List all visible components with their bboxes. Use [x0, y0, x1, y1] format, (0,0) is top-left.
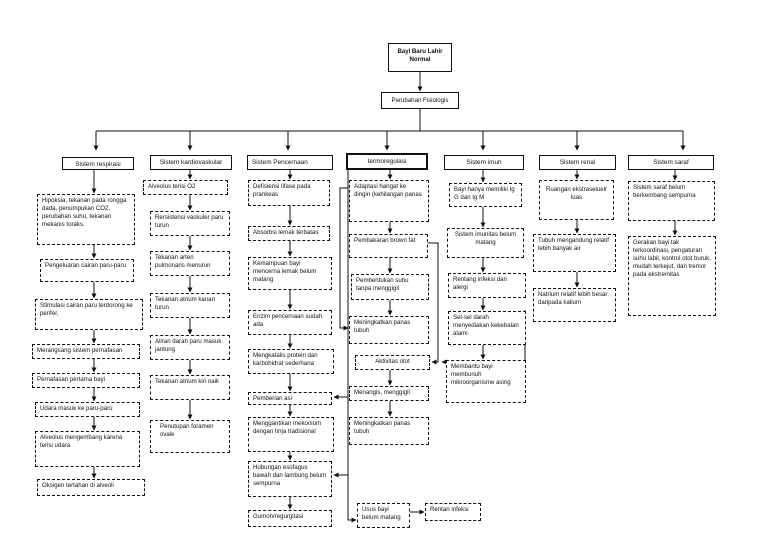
renal-item-1: Ruangan ekstraseluelr luas	[539, 180, 614, 220]
termo-item-3: Pembentukan suhu tanpa menggigil	[351, 274, 429, 300]
respirasi-item-3: Stimulasi cairan paru terdorong ke perif…	[35, 299, 143, 330]
respirasi-item-8: Oksigen tertahan di alveoli	[37, 479, 145, 496]
header-sistem-pencernaan: Sistem Pencernaan	[247, 155, 333, 170]
edge-termo-trunk	[347, 170, 357, 523]
edge-brownfat-aktivitas	[428, 242, 439, 365]
imun-item-4: Sel-sel darah menyediakan kekebalan alam…	[448, 311, 526, 345]
header-sistem-kardiovaskular: Sistem kardiovaskular	[150, 155, 232, 170]
pencernaan-item-1: Defisiensi lifase pada prankeas	[248, 180, 330, 206]
respirasi-item-4: Merangsang sistem pernafasan	[32, 344, 140, 359]
imun-item-2: Sistem imunitas belum matang	[447, 228, 524, 258]
header-sistem-imun: Sistem imun	[444, 155, 524, 170]
header-sistem-renal: Sistem renal	[539, 155, 616, 170]
pencernaan-item-3: Kemampuan bayi mencerna lemak belum mata…	[248, 257, 332, 290]
pencernaan-item-2: Absorbsi lemak terbatas	[248, 226, 330, 241]
kardio-item-2: Rersistensi vaskuler paru turun	[150, 211, 230, 236]
termo-item-4: Meningkatkan panas tubuh	[349, 316, 429, 344]
respirasi-item-5: Pernafasan pertama bayi	[32, 373, 140, 388]
termo-item-1: Adaptasi hangat ke dingin (kehilangan pa…	[349, 180, 429, 222]
pencernaan-item-4: Enzim pencernaan sudah ada	[248, 310, 332, 335]
respirasi-item-6: Udara masuk ke paru-paru	[35, 402, 140, 417]
kardio-item-6: Tekanan atrium kiri naik	[150, 375, 230, 400]
edge-trunk-left	[339, 187, 349, 331]
header-termoregulasi: termoregulasi	[346, 153, 428, 170]
imun-item-1: Bayi hanya memiliki Ig G dan Ig M	[449, 183, 522, 207]
kardio-item-1: Alveolus terisi O2	[143, 180, 228, 195]
root-node: Bayi Baru Lahir Normal	[388, 43, 452, 72]
termo-item-2: Pembakaran brown fat	[349, 234, 428, 258]
level1-node: Perubahan Fisiologis	[381, 92, 459, 109]
imun-item-5: Membantu bayi membunuh mikroorganisme as…	[446, 360, 526, 403]
pencernaan-item-9: Gumoh/regurgitasi	[248, 510, 332, 527]
kardio-item-4: Tekanan atrium kanan turun	[150, 293, 230, 318]
saraf-item-1: Sistem saraf belum berkembang sempurna	[628, 181, 715, 221]
termo-item-8: Usus bayi belum matang	[357, 503, 410, 528]
respirasi-item-2: Pengeluaran cairan paru-paru	[40, 259, 134, 282]
kardio-item-7: Penutupan foramen ovale	[150, 420, 230, 453]
termo-item-9: Rentan infeksi	[425, 503, 481, 521]
respirasi-item-1: Hipoksia, tekanan pada rongga dada, penu…	[37, 194, 135, 245]
header-sistem-saraf: Sistem saraf	[628, 155, 714, 170]
kardio-item-3: Tekanan arteri pulmonaris menurun	[150, 251, 230, 276]
imun-item-3: Rentang infeksi dan alergi	[448, 273, 526, 298]
renal-item-3: Natrium relatif lebih besar daripada kal…	[533, 288, 616, 322]
pencernaan-item-7: Menggantikan mekonium dengan tinja tradi…	[248, 417, 334, 452]
pencernaan-item-8: Hubungan esofagus bawah dan lambung belu…	[248, 461, 332, 497]
header-sistem-respirasi: Sistem respirasi	[62, 157, 134, 170]
renal-item-2: Tubuh mengandung relatif lebih banyak ai…	[533, 234, 616, 272]
termo-item-7: Meningkatkan panas tubuh	[349, 417, 429, 445]
pencernaan-item-6: Pemberian asi	[248, 392, 332, 405]
termo-item-6: Menangis, menggigil	[349, 386, 429, 401]
respirasi-item-7: Alveolus mengembang karena terisi udara	[35, 431, 140, 467]
termo-item-5: Aktivitas otot	[355, 355, 430, 370]
pencernaan-item-5: Mengkatalis protein dan karbohidrat sede…	[248, 349, 334, 374]
saraf-item-2: Gerakan bayi tak terkoordinasi, pengatur…	[628, 236, 716, 316]
kardio-item-5: Aliran darah paru masuk jantung	[150, 335, 230, 360]
